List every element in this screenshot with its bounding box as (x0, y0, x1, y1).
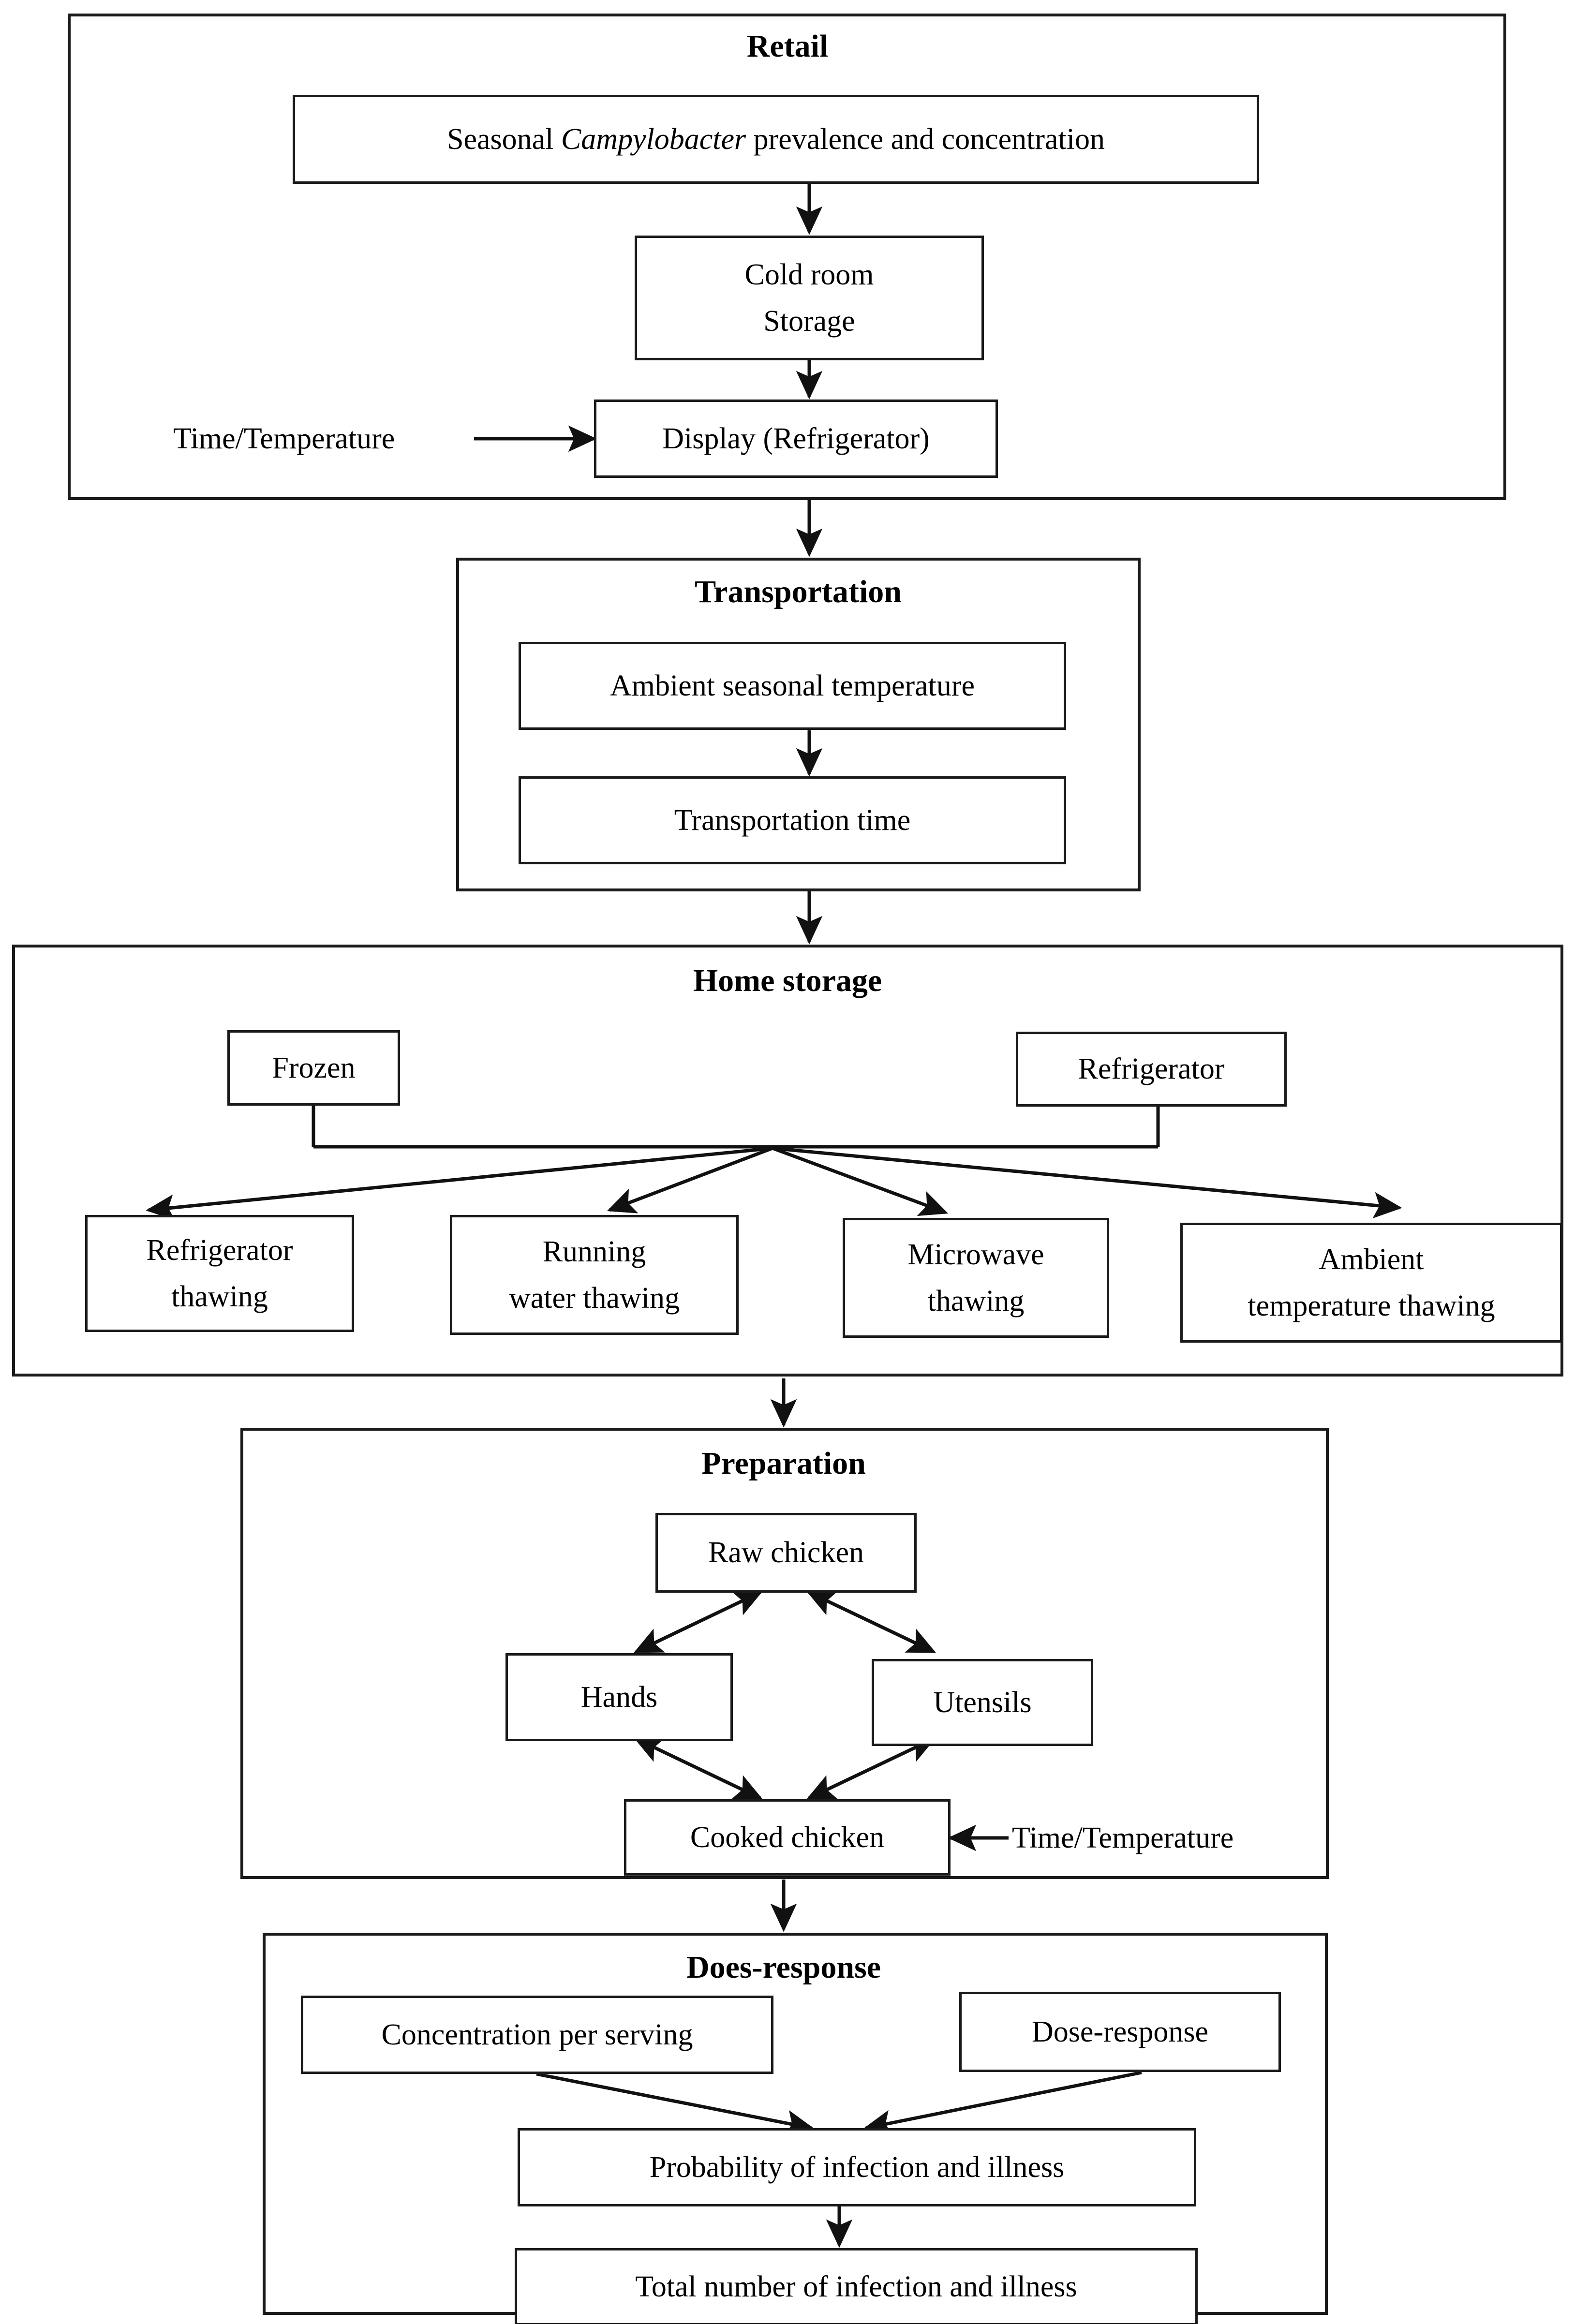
stage-preparation-container (240, 1428, 1329, 1879)
stage-dose-response-title: Does-response (686, 1950, 881, 1985)
microwave-thawing-line-1: Microwave (907, 1238, 1044, 1271)
ambient-temperature-thawing-line-1: Ambient (1319, 1243, 1424, 1276)
node-probability-of-infection[interactable]: Probability of infection and illness (518, 2128, 1196, 2206)
edge-junction-to-microwave-thawing (772, 1146, 949, 1216)
edge-hands-to-rawchicken (635, 1590, 763, 1654)
node-dose-response[interactable]: Dose-response (959, 1992, 1281, 2072)
edge-junction-to-refrigerator-thawing (146, 1146, 773, 1221)
prevalence-text-before: Seasonal (446, 122, 561, 156)
label-preparation-time-temperature: Time/Temperature (1012, 1821, 1234, 1854)
edge-utensils-to-rawchicken (806, 1590, 935, 1654)
node-raw-chicken[interactable]: Raw chicken (655, 1513, 917, 1593)
ambient-temperature-thawing-line-2: temperature thawing (1248, 1289, 1495, 1322)
running-water-thawing-line-2: water thawing (509, 1282, 680, 1315)
prevalence-text-after: prevalence and concentration (746, 122, 1105, 156)
node-frozen[interactable]: Frozen (227, 1030, 400, 1106)
stage-preparation-title: Preparation (701, 1446, 866, 1481)
frozen-label: Frozen (272, 1051, 356, 1084)
ambient-seasonal-temperature-label: Ambient seasonal temperature (609, 669, 975, 702)
stage-retail-container (68, 14, 1506, 500)
node-seasonal-prevalence-label: Seasonal Campylobacter prevalence and co… (447, 116, 1105, 163)
stage-transportation-title: Transportation (695, 574, 902, 609)
node-transportation-time[interactable]: Transportation time (519, 776, 1066, 864)
node-microwave-thawing[interactable]: Microwave thawing (843, 1218, 1109, 1338)
node-ambient-seasonal-temperature[interactable]: Ambient seasonal temperature (519, 642, 1066, 730)
running-water-thawing-line-1: Running (542, 1235, 646, 1268)
hands-label: Hands (580, 1680, 658, 1714)
prevalence-text-italic: Campylobacter (561, 122, 746, 156)
concentration-per-serving-label: Concentration per serving (381, 2018, 693, 2051)
utensils-label: Utensils (933, 1686, 1032, 1719)
node-seasonal-prevalence[interactable]: Seasonal Campylobacter prevalence and co… (293, 95, 1259, 184)
edge-cookedchicken-to-hands (633, 1737, 761, 1800)
node-utensils[interactable]: Utensils (872, 1659, 1093, 1746)
display-refrigerator-label: Display (Refrigerator) (662, 422, 930, 455)
refrigerator-thawing-line-1: Refrigerator (146, 1233, 293, 1267)
cold-room-storage-line-2: Storage (763, 305, 855, 338)
node-cold-room-storage[interactable]: Cold room Storage (635, 236, 984, 360)
edge-junction-to-ambient-temperature-thawing (772, 1146, 1402, 1219)
cold-room-storage-line-1: Cold room (744, 258, 874, 291)
node-running-water-thawing[interactable]: Running water thawing (450, 1215, 739, 1335)
node-refrigerator[interactable]: Refrigerator (1016, 1032, 1287, 1107)
stage-home-storage-title: Home storage (693, 963, 882, 998)
node-concentration-per-serving[interactable]: Concentration per serving (301, 1996, 773, 2074)
stage-home-storage-container (12, 945, 1563, 1377)
label-retail-time-temperature: Time/Temperature (173, 422, 395, 455)
edge-doseresponse-to-probability (863, 2071, 1142, 2136)
transportation-time-label: Transportation time (674, 803, 911, 837)
edge-cookedchicken-to-utensils (808, 1737, 936, 1800)
cooked-chicken-label: Cooked chicken (690, 1821, 885, 1854)
node-cooked-chicken[interactable]: Cooked chicken (624, 1799, 951, 1876)
refrigerator-label: Refrigerator (1078, 1052, 1225, 1086)
total-number-of-infection-label: Total number of infection and illness (635, 2270, 1077, 2303)
node-ambient-temperature-thawing[interactable]: Ambient temperature thawing (1180, 1223, 1562, 1343)
stage-transportation-container (456, 558, 1141, 891)
edge-concentration-to-probability (536, 2072, 815, 2136)
probability-of-infection-label: Probability of infection and illness (649, 2150, 1065, 2184)
node-hands[interactable]: Hands (505, 1653, 733, 1741)
edge-junction-to-running-water-thawing (607, 1146, 773, 1214)
node-refrigerator-thawing[interactable]: Refrigerator thawing (85, 1215, 354, 1332)
stage-retail-title: Retail (746, 29, 829, 64)
refrigerator-thawing-line-2: thawing (171, 1280, 268, 1313)
node-total-number-of-infection[interactable]: Total number of infection and illness (515, 2248, 1198, 2324)
raw-chicken-label: Raw chicken (708, 1536, 864, 1569)
node-display-refrigerator[interactable]: Display (Refrigerator) (594, 400, 998, 478)
dose-response-label: Dose-response (1031, 2015, 1208, 2048)
microwave-thawing-line-2: thawing (927, 1285, 1025, 1317)
